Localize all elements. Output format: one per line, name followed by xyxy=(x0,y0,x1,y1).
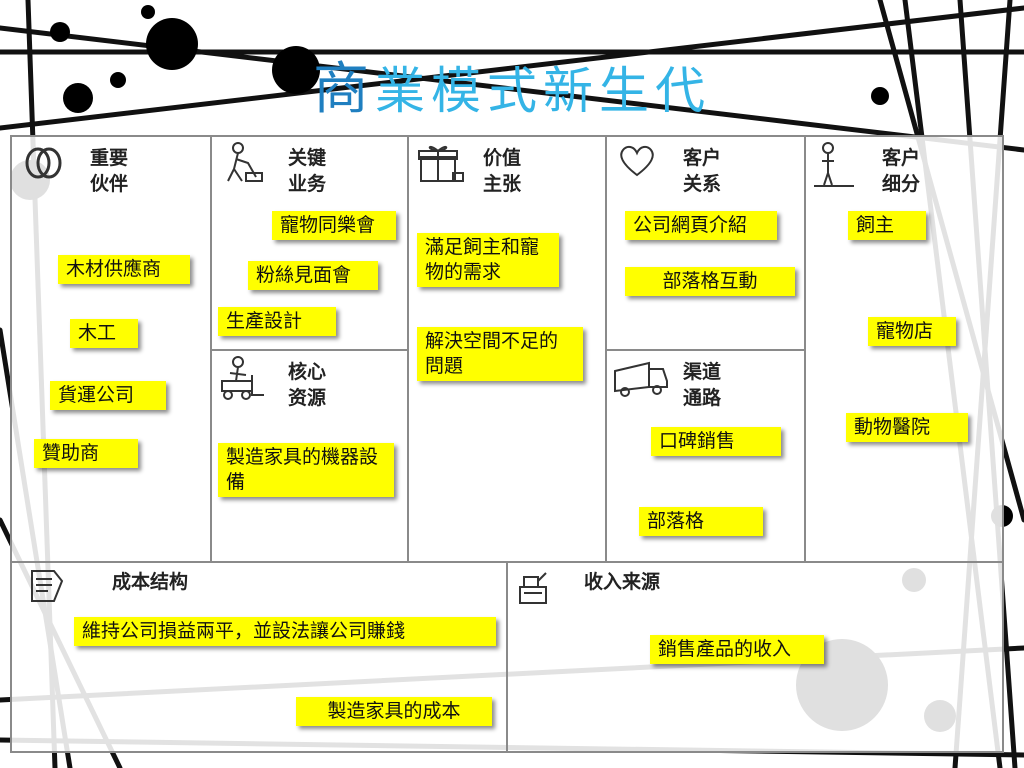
note-card: 木工 xyxy=(70,319,138,348)
block-label: 客户 细分 xyxy=(882,145,920,197)
title-first-char: 商 xyxy=(313,57,375,122)
block-label: 价值 主张 xyxy=(483,145,521,197)
note-card: 公司網頁介紹 xyxy=(625,211,777,240)
worker-icon xyxy=(227,142,263,182)
label-line: 客户 xyxy=(683,147,722,169)
note-card: 寵物同樂會 xyxy=(272,211,396,240)
note-card: 部落格 xyxy=(639,507,763,536)
label-line: 主张 xyxy=(483,173,522,195)
note-card: 滿足飼主和寵物的需求 xyxy=(417,233,559,287)
label-line: 核心 xyxy=(288,361,327,383)
note-card: 粉絲見面會 xyxy=(248,261,378,290)
note-card: 解決空間不足的問題 xyxy=(417,327,583,381)
note-card: 貨運公司 xyxy=(50,381,166,410)
page-title: 商業模式新生代 xyxy=(0,62,1024,118)
label-line: 关键 xyxy=(288,147,327,169)
block-key-activities: 关键 业务 寵物同樂會 粉絲見面會 生產設計 xyxy=(210,135,409,351)
label-line: 价值 xyxy=(483,147,522,169)
block-value-propositions: 价值 主张 滿足飼主和寵物的需求 解決空間不足的問題 xyxy=(407,135,607,563)
label-line: 关系 xyxy=(683,173,722,195)
block-label: 收入来源 xyxy=(584,571,661,593)
block-revenue-streams: 收入来源 銷售產品的收入 xyxy=(506,561,1004,753)
gift-box-icon xyxy=(418,145,464,182)
block-key-partners: 重要 伙伴 木材供應商 木工 貨運公司 贊助商 xyxy=(10,135,212,563)
label-line: 伙伴 xyxy=(90,173,129,195)
block-label: 重要 伙伴 xyxy=(90,145,128,197)
note-card: 動物醫院 xyxy=(846,413,968,442)
block-customer-segments: 客户 细分 飼主 寵物店 動物醫院 xyxy=(804,135,1004,563)
block-label: 核心 资源 xyxy=(288,359,326,411)
block-key-resources: 核心 资源 製造家具的機器設備 xyxy=(210,349,409,563)
title-rest: 業模式新生代 xyxy=(375,62,711,120)
note-card: 部落格互動 xyxy=(625,267,795,296)
block-label: 成本结构 xyxy=(112,571,189,593)
delivery-truck-icon xyxy=(614,361,668,397)
label-line: 资源 xyxy=(288,387,327,409)
note-card: 製造家具的機器設備 xyxy=(218,443,394,497)
block-cost-structure: 成本结构 維持公司損益兩平，並設法讓公司賺錢 製造家具的成本 xyxy=(10,561,508,753)
note-card: 木材供應商 xyxy=(58,255,190,284)
note-card: 製造家具的成本 xyxy=(296,697,492,726)
label-line: 渠道 xyxy=(683,361,722,383)
interlocking-rings-icon xyxy=(25,147,62,179)
note-card: 生產設計 xyxy=(218,307,336,336)
block-channels: 渠道 通路 口碑銷售 部落格 xyxy=(605,349,806,563)
block-customer-relationships: 客户 关系 公司網頁介紹 部落格互動 xyxy=(605,135,806,351)
block-label: 客户 关系 xyxy=(683,145,721,197)
person-icon xyxy=(814,142,854,187)
note-card: 口碑銷售 xyxy=(651,427,781,456)
note-card: 飼主 xyxy=(848,211,926,240)
label-line: 细分 xyxy=(882,173,921,195)
block-label: 关键 业务 xyxy=(288,145,326,197)
note-card: 銷售產品的收入 xyxy=(650,635,824,664)
price-tag-icon xyxy=(31,570,64,602)
label-line: 业务 xyxy=(288,173,327,195)
note-card: 維持公司損益兩平，並設法讓公司賺錢 xyxy=(74,617,496,646)
note-card: 贊助商 xyxy=(34,439,138,468)
cash-register-icon xyxy=(519,572,547,604)
label-line: 重要 xyxy=(90,147,129,169)
label-line: 客户 xyxy=(882,147,921,169)
business-model-canvas: 重要 伙伴 木材供應商 木工 貨運公司 贊助商 关键 业务 寵物同樂會 粉絲見面… xyxy=(10,135,1004,753)
block-label: 渠道 通路 xyxy=(683,359,721,411)
label-line: 通路 xyxy=(683,387,722,409)
heart-icon xyxy=(620,145,654,177)
note-card: 寵物店 xyxy=(868,317,956,346)
forklift-worker-icon xyxy=(221,356,264,400)
